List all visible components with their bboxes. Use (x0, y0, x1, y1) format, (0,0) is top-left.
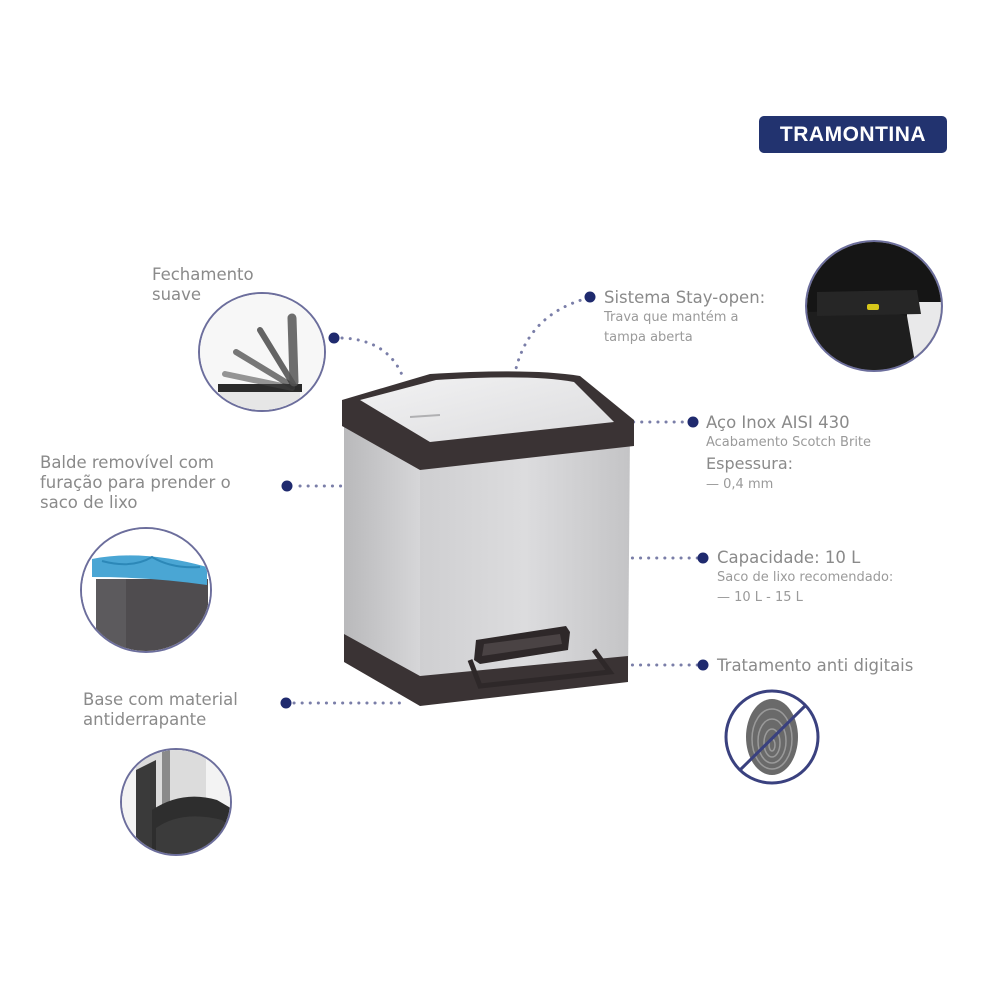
bucket-with-bag-icon (82, 529, 210, 651)
feature-bucket-label: Balde removível com furação para prender… (40, 453, 231, 512)
feature-steel-thickness-value: — 0,4 mm (706, 477, 774, 493)
feature-capacity-label: Capacidade: 10 L Saco de lixo recomendad… (717, 548, 893, 608)
feature-soft-close-line-2: suave (152, 284, 202, 304)
feature-bucket-line-1: Balde removível com (40, 453, 214, 472)
feature-steel-finish: Acabamento Scotch Brite (706, 434, 872, 450)
feature-anti-fingerprint-label: Tratamento anti digitais (717, 656, 913, 676)
feature-steel-thickness-label: Espessura: (706, 453, 794, 473)
feature-stay-open-title: Sistema Stay-open: (604, 288, 766, 307)
feature-base-label: Base com material antiderrapante (83, 690, 238, 730)
feature-capacity-bag-label: Saco de lixo recomendado: (717, 569, 894, 585)
feature-stay-open-label: Sistema Stay-open: Trava que mantém a ta… (604, 288, 765, 348)
feature-base-line-2: antiderrapante (83, 709, 207, 729)
feature-stay-open-sub-1: Trava que mantém a (604, 309, 739, 325)
soft-close-detail-image (198, 292, 326, 412)
lid-latch-icon (807, 242, 941, 370)
feature-anti-fingerprint-title: Tratamento anti digitais (717, 656, 914, 675)
feature-capacity-title: Capacidade: 10 L (717, 548, 861, 567)
no-fingerprint-icon (720, 687, 824, 787)
product-image-trash-bin (330, 360, 650, 720)
feature-base-line-1: Base com material (83, 690, 238, 709)
base-detail-image (120, 748, 232, 856)
feature-capacity-bag-range: — 10 L - 15 L (717, 589, 803, 605)
feature-stay-open-sub-2: tampa aberta (604, 329, 693, 345)
bucket-detail-image (80, 527, 212, 653)
feature-bucket-line-2: furação para prender o (40, 472, 231, 492)
brand-name: TRAMONTINA (779, 122, 927, 146)
feature-soft-close-label: Fechamento suave (152, 265, 254, 305)
feature-steel-label: Aço Inox AISI 430 Acabamento Scotch Brit… (706, 413, 871, 495)
nonslip-base-icon (122, 750, 230, 854)
feature-bucket-line-3: saco de lixo (40, 492, 138, 512)
lid-motion-icon (200, 294, 324, 410)
feature-soft-close-line-1: Fechamento (152, 265, 254, 284)
feature-steel-title: Aço Inox AISI 430 (706, 413, 850, 432)
brand-logo: TRAMONTINA (759, 116, 947, 153)
stay-open-detail-image (805, 240, 943, 372)
